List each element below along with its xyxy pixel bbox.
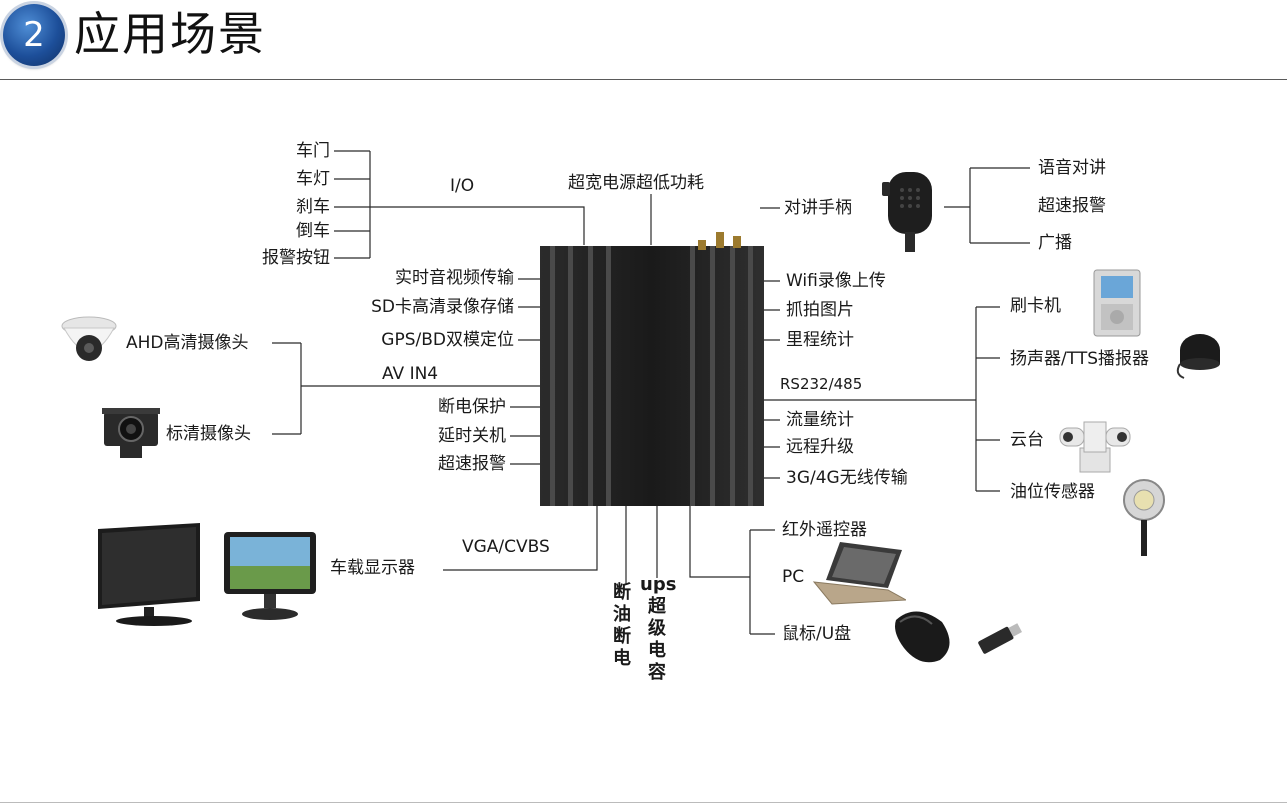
fuel-cut-label: 断油断电	[613, 582, 631, 669]
handheld-mic-icon	[882, 172, 932, 252]
feature-live-av: 实时音视频传输	[395, 268, 514, 288]
monitor-icon	[98, 523, 200, 626]
fuel-sensor-icon	[1123, 479, 1165, 556]
io-item-lights: 车灯	[296, 169, 330, 189]
mdvr-device	[540, 232, 764, 506]
header-divider	[0, 79, 1287, 80]
serial-item-fuel-sensor: 油位传感器	[1010, 482, 1095, 502]
mic-label: 对讲手柄	[784, 198, 852, 218]
ups-label: ups	[640, 574, 677, 595]
feature-wireless: 3G/4G无线传输	[786, 468, 908, 488]
usb-item-mouse-udisk: 鼠标/U盘	[782, 624, 852, 644]
io-item-alarm-button: 报警按钮	[262, 248, 330, 268]
mic-item-broadcast: 广播	[1038, 233, 1072, 253]
av-in-bus-label: AV IN4	[382, 364, 439, 384]
usb-item-ir-remote: 红外遥控器	[782, 520, 867, 540]
vga-cvbs-bus-label: VGA/CVBS	[462, 537, 550, 557]
feature-wifi-upload: Wifi录像上传	[786, 271, 886, 291]
speaker-icon	[1176, 334, 1220, 379]
feature-power-protect: 断电保护	[438, 397, 506, 417]
usb-drive-icon	[978, 623, 1023, 654]
supercap-label: 超级电容	[648, 596, 666, 683]
feature-sd-record: SD卡高清录像存储	[371, 297, 514, 317]
page-title: 应用场景	[74, 7, 266, 61]
mic-item-voice-talk: 语音对讲	[1038, 158, 1106, 178]
camera-ahd-label: AHD高清摄像头	[126, 333, 249, 353]
card-reader-icon	[1093, 269, 1141, 337]
dome-camera-icon	[61, 316, 117, 361]
io-item-reverse: 倒车	[296, 221, 330, 241]
serial-item-card-reader: 刷卡机	[1010, 296, 1061, 316]
box-camera-icon	[102, 408, 160, 458]
feature-snapshot: 抓拍图片	[786, 300, 854, 320]
io-item-door: 车门	[296, 141, 330, 161]
footer-divider	[0, 802, 1287, 803]
feature-gps-bd: GPS/BD双模定位	[381, 330, 514, 350]
serial-item-ptz: 云台	[1010, 430, 1044, 450]
display-label: 车载显示器	[330, 558, 415, 578]
feature-traffic-stats: 流量统计	[786, 410, 854, 430]
car-monitor-icon	[224, 532, 316, 620]
mic-item-overspeed-alarm: 超速报警	[1038, 196, 1106, 216]
section-number-badge: 2	[3, 4, 65, 66]
power-caption: 超宽电源超低功耗	[568, 173, 704, 193]
io-bus-label: I/O	[450, 176, 475, 196]
slide-header: 2 应用场景	[0, 0, 1287, 82]
laptop-icon	[812, 542, 906, 605]
feature-remote-upgrade: 远程升级	[786, 437, 854, 457]
usb-item-pc: PC	[782, 567, 805, 587]
io-item-brake: 刹车	[296, 197, 330, 217]
feature-overspeed-alarm-left: 超速报警	[438, 454, 506, 474]
serial-item-speaker: 扬声器/TTS播报器	[1010, 349, 1149, 369]
rs232-bus-label: RS232/485	[780, 375, 863, 393]
camera-sd-label: 标清摄像头	[166, 424, 251, 444]
mouse-icon	[895, 611, 950, 663]
ptz-camera-icon	[1059, 421, 1131, 473]
feature-mileage: 里程统计	[786, 330, 854, 350]
feature-delayed-shutdown: 延时关机	[438, 426, 506, 446]
